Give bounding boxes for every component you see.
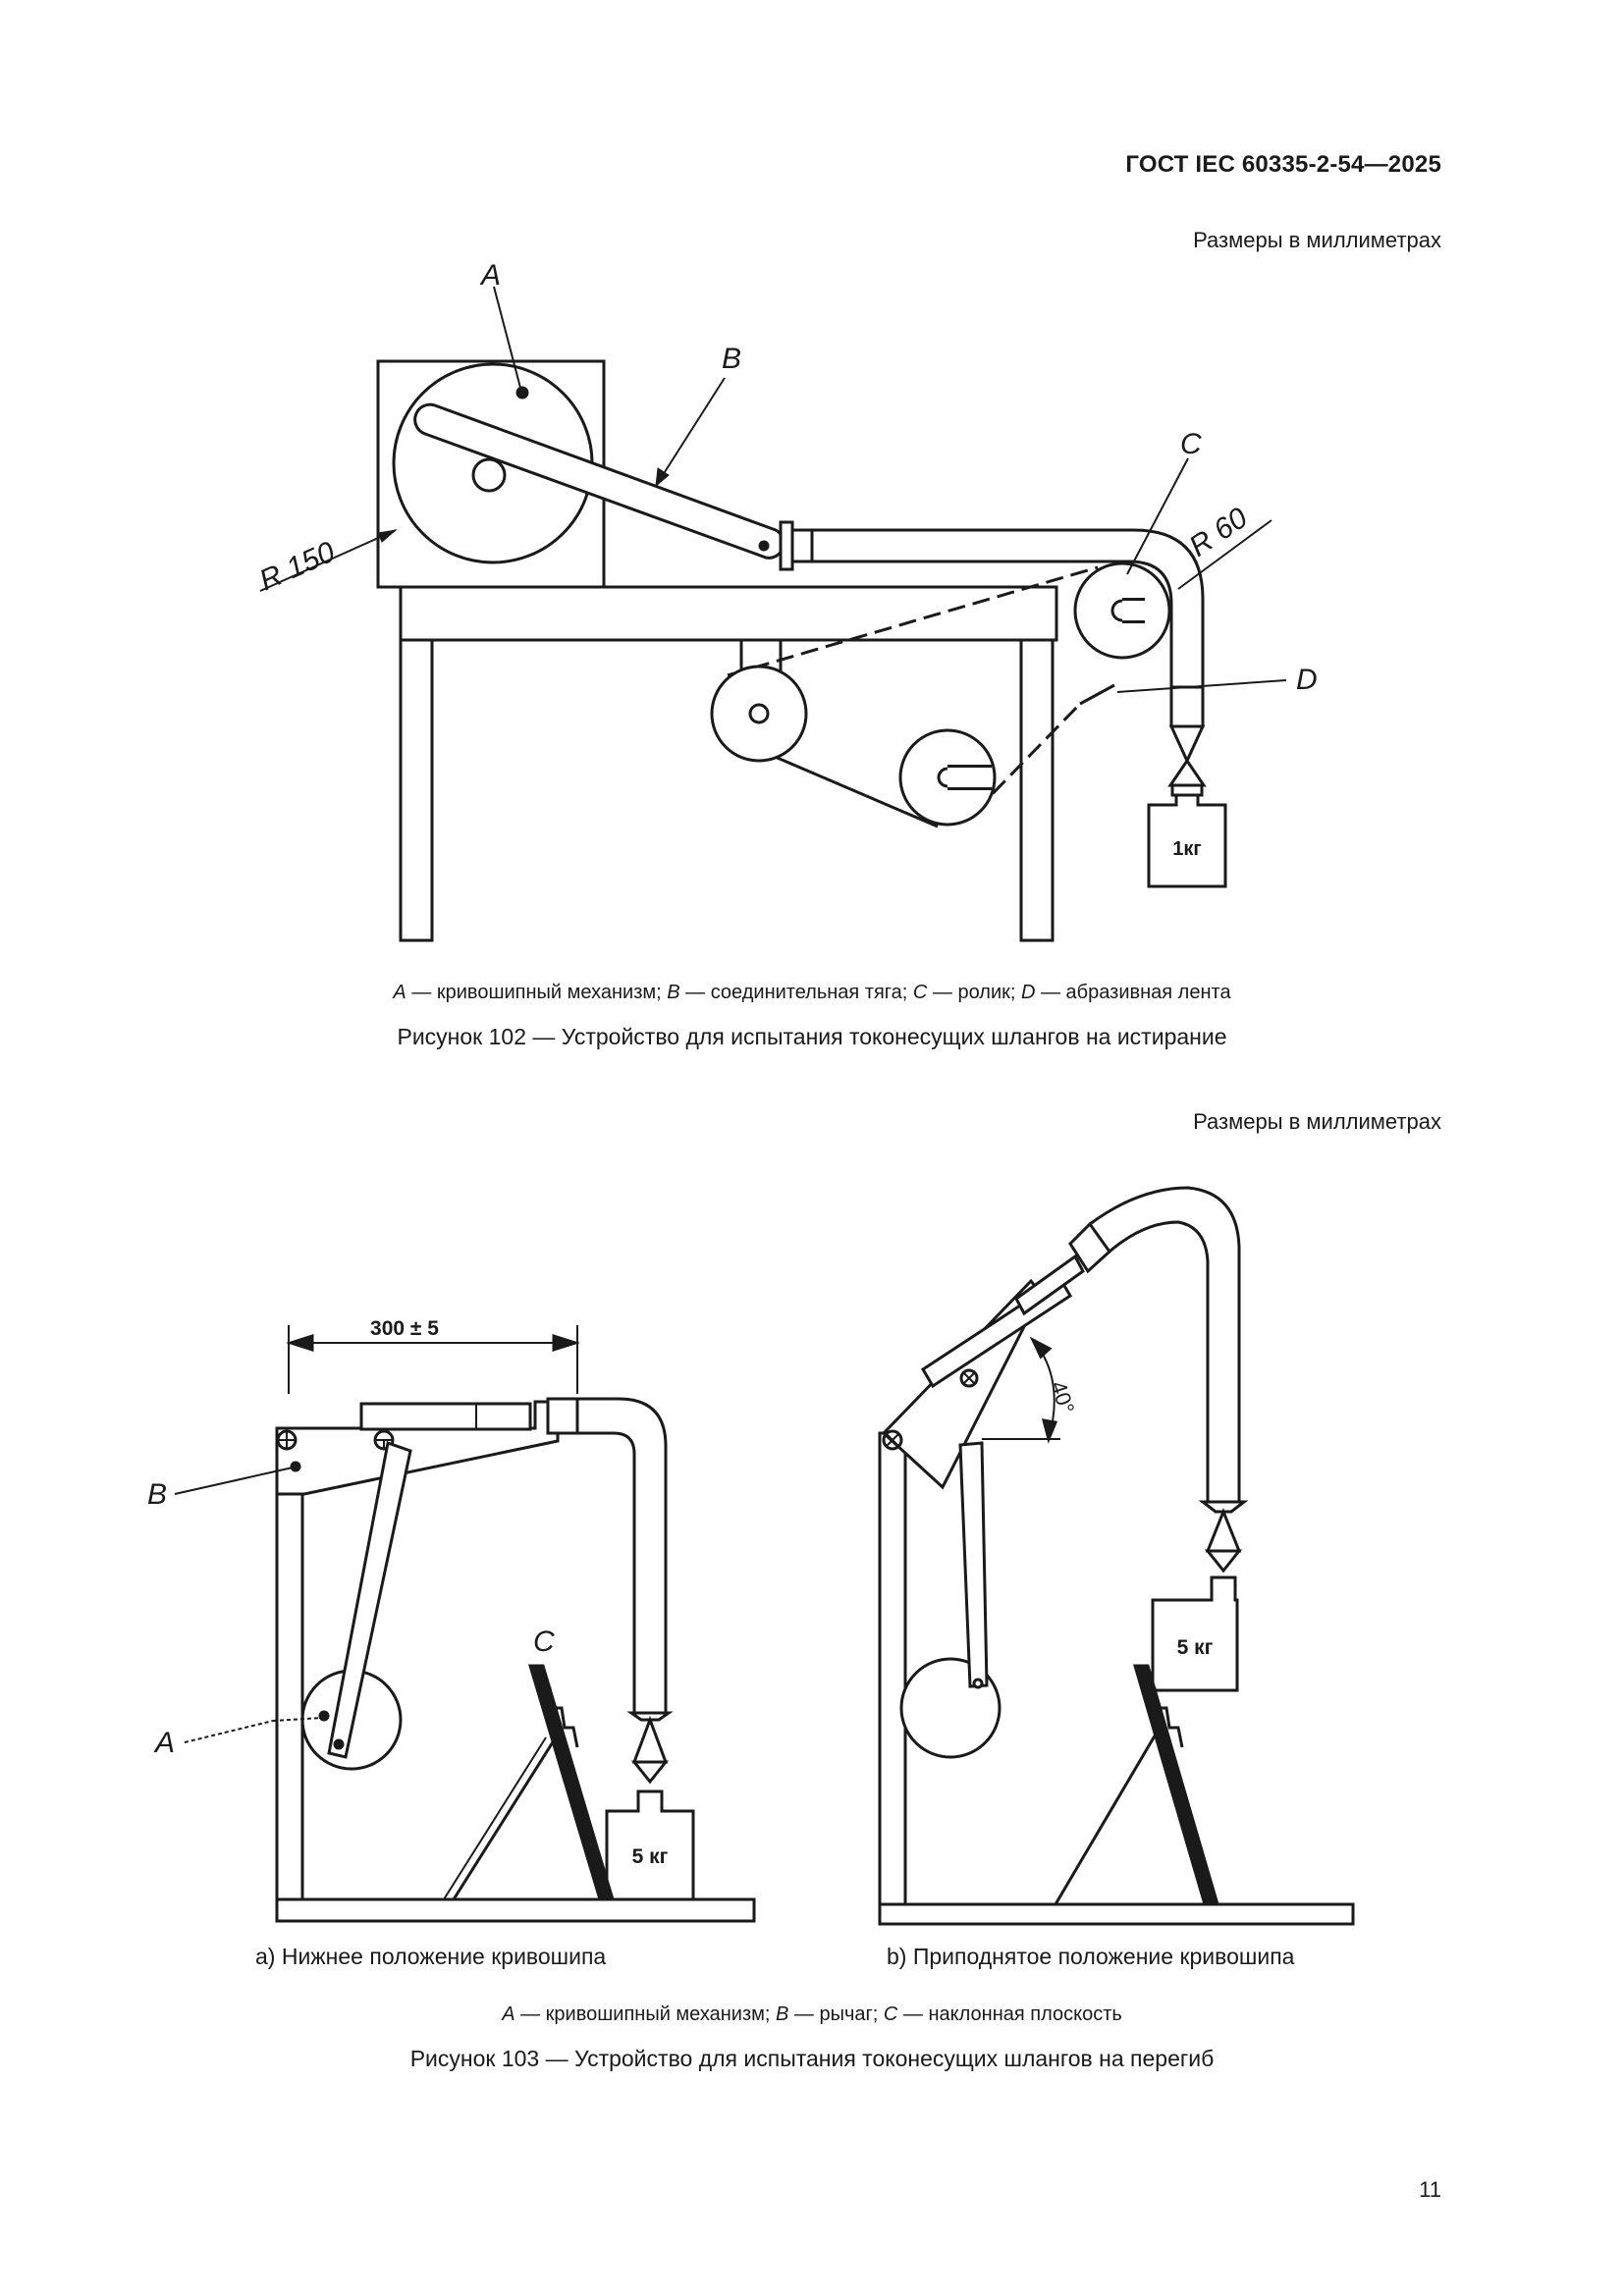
label-r60: R 60 xyxy=(1183,502,1253,563)
fig103-units-note: Размеры в миллиметрах xyxy=(1193,1109,1441,1134)
weight-a-label: 5 кг xyxy=(632,1845,669,1868)
crank-hub xyxy=(471,457,507,493)
fig102-legend: A — кривошипный механизм; B — соединител… xyxy=(393,982,1231,1003)
standard-header: ГОСТ IEC 60335-2-54—2025 xyxy=(1125,151,1441,178)
page-number: 11 xyxy=(1419,2177,1441,2202)
table-leg-right xyxy=(1019,638,1055,942)
table-top xyxy=(399,585,1058,642)
weight-label: 1кг xyxy=(1172,838,1201,860)
dimension-label: 300 ± 5 xyxy=(370,1317,439,1340)
label-d: D xyxy=(1296,664,1318,696)
label-r150: R 150 xyxy=(254,536,340,598)
subcaption-a: a) Нижнее положение кривошипа xyxy=(255,1944,607,1969)
fig103-legend: A — кривошипный механизм; B — рычаг; C —… xyxy=(502,2003,1122,2025)
weight-b-label: 5 кг xyxy=(1177,1636,1214,1659)
hose-inner xyxy=(812,560,1173,726)
belt-top xyxy=(727,565,1099,677)
label-c: C xyxy=(1180,428,1202,460)
fig102-caption: Рисунок 102 — Устройство для испытания т… xyxy=(397,1024,1227,1049)
fig102-units-note: Размеры в миллиметрах xyxy=(1193,228,1441,252)
fig103-caption: Рисунок 103 — Устройство для испытания т… xyxy=(409,2046,1215,2071)
label-b: B xyxy=(147,1478,167,1511)
fig103-part-b xyxy=(878,1186,1355,1926)
label-a: A xyxy=(153,1727,175,1759)
connecting-rod xyxy=(413,402,785,560)
weight-1kg xyxy=(1147,793,1227,888)
angle-label: 40° xyxy=(1046,1378,1079,1416)
crank-dot-a xyxy=(515,386,529,400)
figure-102-drawing: A B C D R 150 R 60 1кг xyxy=(254,259,1318,942)
pulley-lower-left xyxy=(710,665,808,763)
hose-outer xyxy=(812,528,1205,726)
fig103-part-a xyxy=(174,1325,756,1923)
belt-bottom xyxy=(758,748,939,828)
subcaption-b: b) Приподнятое положение кривошипа xyxy=(887,1944,1295,1969)
label-c: C xyxy=(533,1626,555,1658)
figure-103-drawing: 300 ± 5 B A C 5 кг 5 кг 40° xyxy=(147,1186,1355,1926)
table-leg-left xyxy=(399,638,434,942)
label-a: A xyxy=(479,259,501,292)
label-b: B xyxy=(722,343,741,375)
